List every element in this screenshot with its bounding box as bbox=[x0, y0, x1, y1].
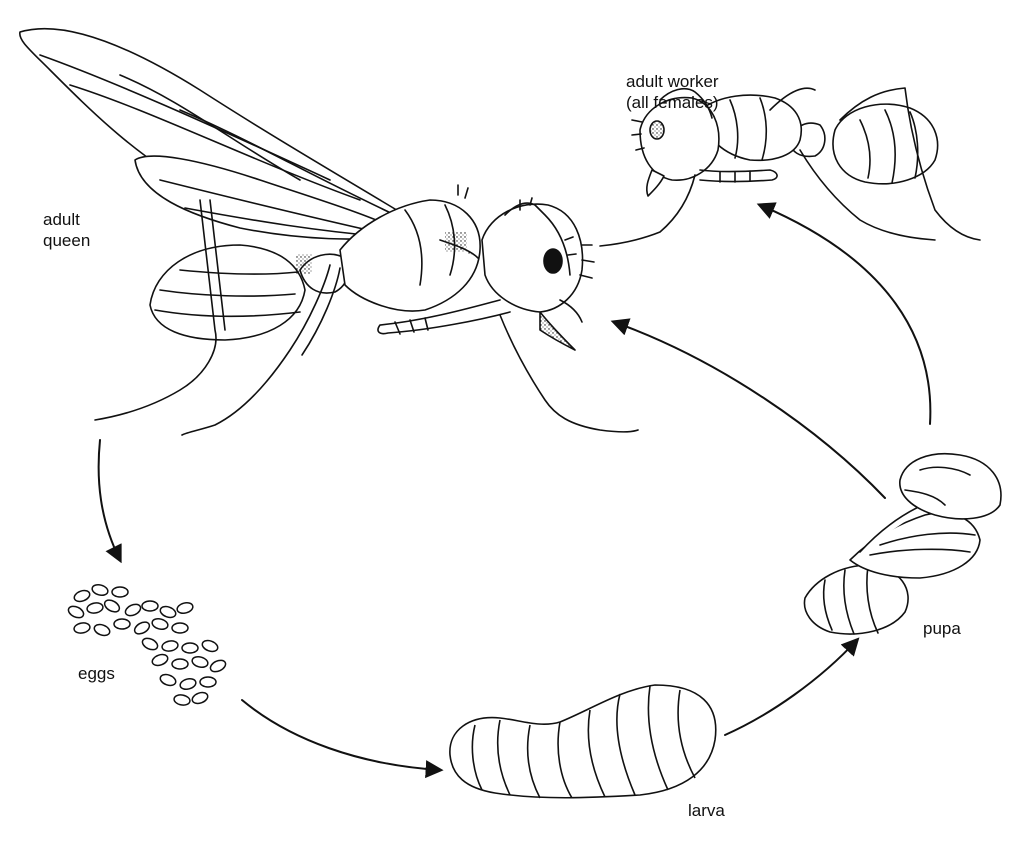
larva-illustration bbox=[449, 684, 717, 799]
queen-ant-illustration bbox=[19, 27, 639, 436]
pupa-illustration bbox=[803, 453, 1002, 635]
arrow-eggs-to-larva bbox=[241, 699, 444, 779]
arrow-queen-to-eggs bbox=[97, 439, 122, 564]
label-adult-queen-line1: adult bbox=[43, 210, 80, 229]
label-eggs: eggs bbox=[78, 664, 115, 683]
arrow-larva-to-pupa bbox=[724, 637, 860, 736]
label-adult-worker-line2: (all females) bbox=[626, 93, 719, 112]
lifecycle-arrows bbox=[97, 202, 932, 779]
arrow-pupa-to-worker bbox=[756, 202, 932, 425]
label-adult-queen-line2: queen bbox=[43, 231, 91, 250]
label-adult-worker-line1: adult worker bbox=[626, 72, 719, 91]
worker-ant-illustration bbox=[599, 87, 981, 247]
label-adult-worker: adult worker (all females) bbox=[626, 71, 719, 113]
arrow-pupa-to-queen bbox=[610, 318, 886, 499]
egg-cluster-illustration bbox=[67, 583, 227, 706]
label-larva: larva bbox=[688, 801, 725, 820]
label-adult-queen: adult queen bbox=[43, 209, 90, 251]
label-pupa: pupa bbox=[923, 619, 961, 638]
